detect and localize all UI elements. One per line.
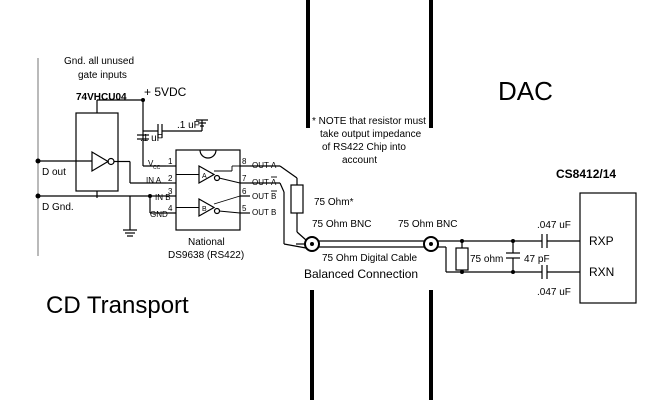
note-gnd-unused-2: gate inputs [78, 70, 127, 81]
gate-b-bubble [213, 207, 221, 215]
pf47-label: 47 pF [524, 254, 550, 265]
pin-vcc-sub: CC [153, 165, 161, 171]
pin-num-7: 7 [242, 174, 247, 183]
pin-gnd-label: GND [150, 210, 168, 219]
ohm75-small-label: 75 ohm [470, 254, 503, 265]
pin-out-bbar-suffix: B [271, 208, 276, 217]
pin-out-abar: OUT [252, 178, 269, 187]
pin-out-a-suffix: A [271, 161, 277, 170]
ds9638-notch [199, 149, 217, 159]
cap-top-label: .047 uF [537, 220, 571, 231]
pin-out-bbar: OUT [252, 208, 269, 217]
gate-b-out2 [218, 210, 241, 214]
cd-transport-heading: CD Transport [46, 292, 189, 319]
cap-label-2: .1 uF [140, 133, 163, 144]
ds9638-label: DS9638 (RS422) [168, 250, 244, 261]
rxn-label: RXN [589, 265, 614, 279]
pin-num-8: 8 [242, 157, 247, 166]
dac-heading: DAC [498, 76, 553, 106]
cable-label: 75 Ohm Digital Cable [322, 253, 417, 264]
termination-resistor [455, 247, 469, 271]
pin3-node [148, 194, 152, 198]
ds9638-body [175, 149, 241, 231]
bnc-right-label: 75 Ohm BNC [398, 219, 457, 230]
inverter-triangle [91, 150, 110, 173]
pin-num-2: 2 [168, 174, 173, 183]
bnc-right-inner [429, 242, 433, 246]
balanced-label: Balanced Connection [304, 267, 418, 281]
resistor-75ohm-series [290, 184, 304, 214]
bnc-right-outer [423, 236, 439, 252]
pin-out-b: OUT [252, 192, 269, 201]
d-out-label: D out [42, 167, 66, 178]
out-abar-wire4 [283, 243, 307, 249]
cs8412-label: CS8412/14 [556, 167, 616, 181]
note-line-3: of RS422 Chip into [322, 142, 406, 153]
national-label: National [188, 237, 225, 248]
gate-b-label: B [202, 206, 207, 213]
d-gnd-node [35, 193, 41, 199]
vdc-label: + 5VDC [144, 85, 187, 99]
note-line-2: take output impedance [320, 129, 422, 140]
pin-in-b-label: IN B [155, 193, 171, 202]
pin-num-1: 1 [168, 157, 173, 166]
ohm75-star-label: 75 Ohm* [314, 197, 354, 208]
pin-out-b-suffix: B [271, 192, 276, 201]
bnc-left-label: 75 Ohm BNC [312, 219, 371, 230]
pin-num-4: 4 [168, 204, 173, 213]
rxp-label: RXP [589, 234, 614, 248]
d-gnd-label: D Gnd. [42, 202, 74, 213]
d-out-node [35, 158, 41, 164]
out-abar-wire2 [279, 182, 285, 193]
note-line-1: * NOTE that resistor must [312, 116, 426, 127]
cs8412-box [579, 192, 637, 304]
pin-num-6: 6 [242, 187, 247, 196]
chip-74vhcu04-label: 74VHCU04 [76, 92, 127, 103]
inverter-package [75, 112, 119, 192]
vcc-node [141, 98, 145, 102]
pin-out-a: OUT [252, 161, 269, 170]
pin-in-a-label: IN A [146, 176, 162, 185]
cap-label-1: .1 uF [177, 120, 200, 131]
gate-a-bubble [213, 174, 221, 182]
gate-a-out2 [218, 177, 241, 184]
pin-vcc-label: V [148, 159, 154, 168]
gate-b-out1 [213, 195, 241, 205]
bnc-left-inner [310, 242, 314, 246]
pin-num-3: 3 [168, 187, 173, 196]
pin-num-5: 5 [242, 204, 247, 213]
out-a-wire2 [279, 165, 298, 179]
pin-out-abar-suffix: A [271, 178, 277, 187]
gate-a-label: A [202, 173, 207, 180]
resistor-to-bnc2 [296, 231, 307, 241]
note-gnd-unused-1: Gnd. all unused [64, 56, 134, 67]
cap-bot-label: .047 uF [537, 287, 571, 298]
note-line-4: account [342, 155, 377, 166]
